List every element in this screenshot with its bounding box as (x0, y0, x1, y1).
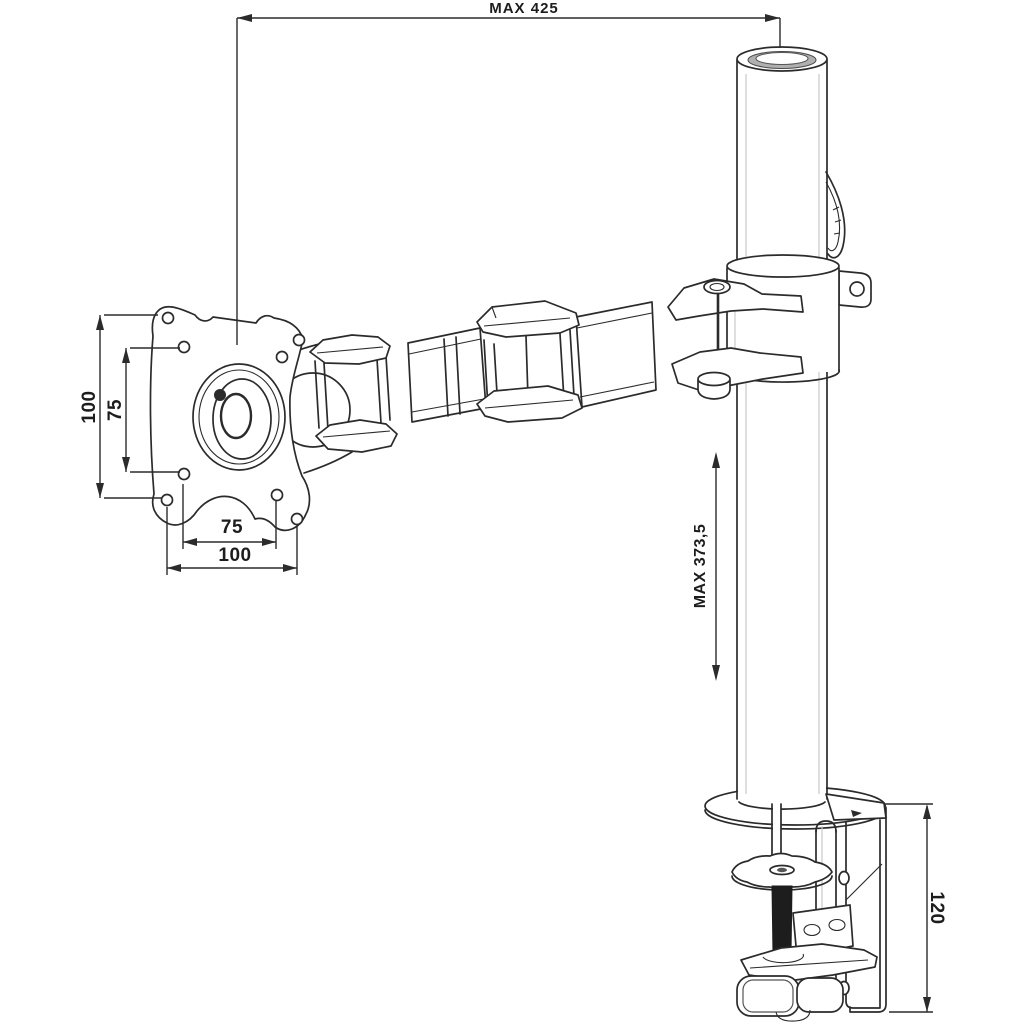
collar-tab-hole (849, 281, 865, 297)
arm-link-2 (575, 301, 657, 408)
ball-socket-bottom (303, 451, 353, 474)
label-vesa-100-horizontal: 100 (218, 545, 251, 566)
cable-hook-icon (825, 171, 846, 259)
pole-base-rim (738, 801, 826, 810)
label-max-425: MAX 425 (489, 0, 559, 17)
label-vesa-75-horizontal: 75 (221, 517, 243, 538)
desk-clamp (731, 793, 887, 1022)
vesa-plate (149, 306, 311, 532)
vesa-holes (160, 311, 306, 526)
label-120: 120 (926, 891, 947, 924)
label-vesa-75-vertical: 75 (105, 399, 126, 421)
joint-a-bottom-cap (315, 419, 398, 453)
clamp-bracket (825, 793, 887, 1013)
label-max-373-5: MAX 373,5 (692, 524, 709, 609)
dimension-top-reach: MAX 425 (236, 0, 781, 345)
dimension-vesa-horizontal: 75 100 (166, 484, 298, 575)
keyhole-pin (214, 389, 226, 401)
clamp-mid-plate (792, 904, 854, 958)
vesa-center-boss (192, 363, 286, 471)
clamp-knob (731, 852, 833, 891)
link-1-divider (443, 336, 461, 417)
dimension-vesa-vertical: 100 75 (79, 314, 180, 499)
pivot-bolt-head (703, 279, 731, 295)
quick-release-hook (219, 392, 253, 440)
pole (736, 46, 828, 810)
articulated-arm (275, 278, 804, 474)
dimension-clamp-height: 120 (885, 803, 947, 1013)
pole-top-cap (736, 46, 828, 72)
pole-joint-top-wing (667, 278, 804, 321)
bracket-hole-upper (838, 870, 850, 886)
dimension-pole-travel: MAX 373,5 (692, 452, 720, 681)
elbow-joint-top-cap (476, 300, 580, 338)
clamp-foot (736, 975, 844, 1022)
label-vesa-100-vertical: 100 (79, 390, 100, 423)
